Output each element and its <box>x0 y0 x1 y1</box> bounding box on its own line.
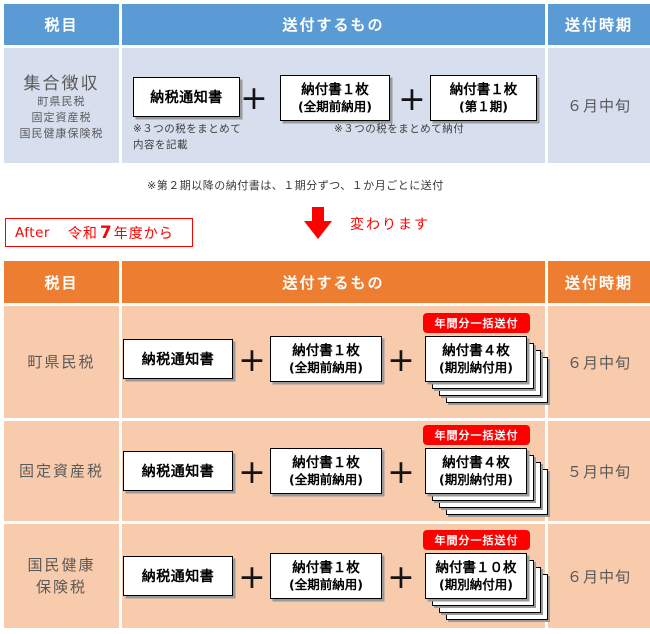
row1-tax-cell: 町県民税 <box>4 306 119 418</box>
timing-value: ６月中旬 <box>566 97 631 115</box>
before-row-tax-cell: 集合徴収 町県民税 固定資産税 国民健康保険税 <box>4 48 119 163</box>
row3-tax-line2: 保険税 <box>35 578 87 596</box>
annual-batch-badge: 年間分一括送付 <box>423 425 530 445</box>
timing-value: ６月中旬 <box>566 567 631 586</box>
prepay-line1: 納付書１枚 <box>292 560 360 577</box>
prepay-line2: (全期前納用) <box>289 576 363 592</box>
prepay-line1: 納付書１枚 <box>292 343 360 360</box>
note-combined-payment: ※３つの税をまとめて納付 <box>334 123 465 135</box>
timing-value: ５月中旬 <box>566 462 631 481</box>
prepay-line1: 納付書１枚 <box>292 455 360 472</box>
annual-batch-badge: 年間分一括送付 <box>423 313 530 333</box>
note-later-terms: ※第２期以降の納付書は、１期分ずつ、１か月ごとに送付 <box>147 179 444 192</box>
payment-slip-stack: 年間分一括送付 納付書４枚 (期別納付用) <box>423 425 548 515</box>
row2-tax-cell: 固定資産税 <box>4 421 119 521</box>
tax-notice-box: 納税通知書 <box>123 451 233 491</box>
row3-items-cell: 納税通知書 + 納付書１枚 (全期前納用) + 年間分一括送付 納付書１０枚 (… <box>122 524 548 628</box>
before-header-timing: 送付時期 <box>548 4 650 45</box>
payment-slip-term1-box: 納付書１枚 (第１期) <box>430 75 537 121</box>
after-era: 令和 <box>67 225 98 242</box>
payment-slip-term-box: 納付書４枚 (期別納付用) <box>425 448 527 494</box>
row3-tax-line1: 国民健康 <box>27 555 96 574</box>
plus-sign: + <box>387 339 415 379</box>
term-line1: 納付書１０枚 <box>435 560 517 577</box>
row2-timing-cell: ５月中旬 <box>548 421 650 521</box>
plus-sign: + <box>240 77 268 117</box>
plus-sign: + <box>238 451 266 491</box>
after-year: 7 <box>99 222 112 243</box>
changes-text: 変わります <box>350 217 430 233</box>
after-label-box: After 令和 7 年度から <box>5 218 193 247</box>
plus-sign: + <box>387 556 415 596</box>
payment-slip-stack: 年間分一括送付 納付書１０枚 (期別納付用) <box>423 530 548 620</box>
after-header-items: 送付するもの <box>122 261 545 303</box>
term-line2: (期別納付用) <box>439 471 513 487</box>
tax-notice-box: 納税通知書 <box>123 556 233 596</box>
payment-slip-prepay-box: 納付書１枚 (全期前納用) <box>270 448 382 494</box>
note-combined-contents: ※３つの税をまとめて 内容を記載 <box>133 122 241 154</box>
term-line2: (期別納付用) <box>439 576 513 592</box>
payment-slip-term-box: 納付書４枚 (期別納付用) <box>425 336 527 382</box>
after-label: After <box>15 224 50 241</box>
plus-sign: + <box>398 78 426 118</box>
term-line2: (期別納付用) <box>439 359 513 375</box>
payment-slip-stack: 年間分一括送付 納付書４枚 (期別納付用) <box>423 313 548 403</box>
timing-value: ６月中旬 <box>566 353 631 372</box>
before-header-items: 送付するもの <box>122 4 545 45</box>
payment-slip-term-box: 納付書１０枚 (期別納付用) <box>425 553 527 599</box>
row1-timing-cell: ６月中旬 <box>548 306 650 418</box>
term-line1: 納付書４枚 <box>442 343 510 360</box>
before-row-items-cell: 納税通知書 + 納付書１枚 (全期前納用) + 納付書１枚 (第１期) ※３つの… <box>122 48 545 163</box>
tax-group-label: 集合徴収 <box>23 74 100 95</box>
plus-sign: + <box>238 556 266 596</box>
plus-sign: + <box>387 451 415 491</box>
note-combined-contents-line2: 内容を記載 <box>133 138 188 151</box>
row1-items-cell: 納税通知書 + 納付書１枚 (全期前納用) + 年間分一括送付 納付書４枚 (期… <box>122 306 548 418</box>
term-line1: 納付書４枚 <box>442 455 510 472</box>
payment-slip-term1-line1: 納付書１枚 <box>449 82 518 99</box>
prepay-line2: (全期前納用) <box>289 359 363 375</box>
payment-slip-prepay-line2: (全期前納用) <box>298 98 372 114</box>
payment-slip-prepay-line1: 納付書１枚 <box>301 82 369 99</box>
after-header-timing: 送付時期 <box>548 261 650 303</box>
note-combined-contents-line1: ※３つの税をまとめて <box>133 123 242 135</box>
payment-slip-prepay-box: 納付書１枚 (全期前納用) <box>280 75 390 121</box>
before-header-tax: 税目 <box>4 4 119 45</box>
tax-notice-box: 納税通知書 <box>123 339 233 379</box>
tax-sub-1: 町県民税 <box>37 95 86 109</box>
tax-notice-box: 納税通知書 <box>133 77 240 117</box>
payment-slip-prepay-box: 納付書１枚 (全期前納用) <box>270 336 382 382</box>
payment-slip-term1-line2: (第１期) <box>459 98 508 114</box>
annual-batch-badge: 年間分一括送付 <box>423 530 530 550</box>
before-row-timing-cell: ６月中旬 <box>548 48 650 163</box>
row2-items-cell: 納税通知書 + 納付書１枚 (全期前納用) + 年間分一括送付 納付書４枚 (期… <box>122 421 548 521</box>
row3-timing-cell: ６月中旬 <box>548 524 650 628</box>
after-header-tax: 税目 <box>4 261 119 303</box>
row2-tax-line1: 固定資産税 <box>18 461 104 480</box>
down-arrow-icon <box>304 207 332 239</box>
tax-sub-2: 固定資産税 <box>31 111 92 125</box>
row3-tax-cell: 国民健康 保険税 <box>4 524 119 628</box>
after-suffix: 年度から <box>113 225 174 242</box>
prepay-line2: (全期前納用) <box>289 471 363 487</box>
row1-tax-line1: 町県民税 <box>27 352 96 371</box>
payment-slip-prepay-box: 納付書１枚 (全期前納用) <box>270 553 382 599</box>
plus-sign: + <box>238 339 266 379</box>
tax-sub-3: 国民健康保険税 <box>19 126 104 140</box>
